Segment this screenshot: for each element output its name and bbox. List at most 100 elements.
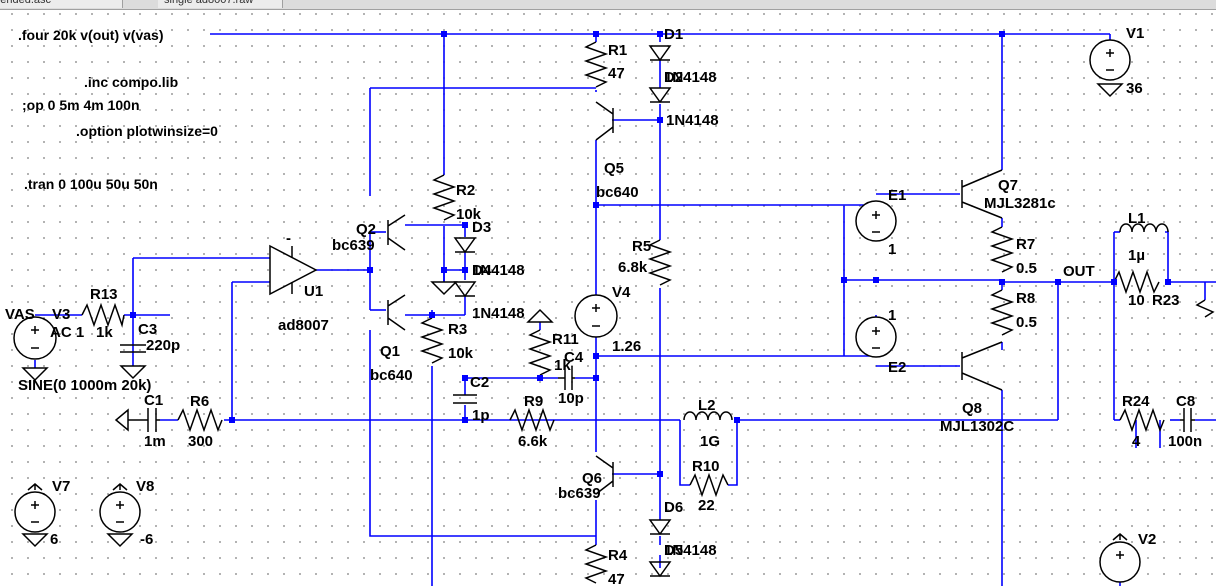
- junction-dot: [657, 31, 663, 37]
- u1-value: ad8007: [278, 317, 329, 334]
- q6-name: Q6: [582, 470, 602, 487]
- d1-value: 1N4148: [664, 69, 717, 86]
- r9-value: 6.6k: [518, 433, 548, 450]
- c8-name: C8: [1176, 393, 1195, 410]
- v3-sine: SINE(0 1000m 20k): [18, 377, 151, 394]
- r2-name: R2: [456, 182, 475, 199]
- junction-dot: [1111, 279, 1117, 285]
- r3-name: R3: [448, 321, 467, 338]
- tab-bar: Single-ended.asc single ad8007.raw: [0, 0, 1216, 10]
- r13-name: R13: [90, 286, 118, 303]
- q5-name: Q5: [604, 160, 624, 177]
- v1-value: 36: [1126, 80, 1143, 97]
- v4-name: V4: [612, 284, 631, 301]
- directive-inc[interactable]: .inc compo.lib: [84, 74, 178, 90]
- junction-dot: [429, 312, 435, 318]
- v8-value: -6: [140, 531, 153, 548]
- r7-value: 0.5: [1016, 260, 1037, 277]
- r11-name: R11: [552, 331, 579, 348]
- d1-name: D1: [664, 26, 683, 43]
- junction-dot: [734, 417, 740, 423]
- r8-name: R8: [1016, 290, 1035, 307]
- c3-value: 220p: [146, 337, 180, 354]
- r9-name: R9: [524, 393, 543, 410]
- e1-name: E1: [888, 187, 906, 204]
- tab-schematic[interactable]: Single-ended.asc: [0, 0, 123, 8]
- tab-waveform[interactable]: single ad8007.raw: [158, 0, 283, 8]
- d3b-value: 1N4148: [472, 305, 525, 322]
- r24-name: R24: [1122, 393, 1150, 410]
- d5-name-overlap: D5: [664, 542, 683, 559]
- junction-dot: [441, 267, 447, 273]
- junction-dot: [593, 31, 599, 37]
- junction-dot: [1165, 279, 1171, 285]
- spice-directives[interactable]: .four 20k v(out) v(vas) .inc compo.lib ;…: [18, 27, 218, 192]
- junction-dot: [841, 277, 847, 283]
- junction-dot: [462, 222, 468, 228]
- c2-name: C2: [470, 374, 489, 391]
- q1-value: bc640: [370, 367, 413, 384]
- c2-value: 1p: [472, 407, 490, 424]
- r5-name: R5: [632, 238, 651, 255]
- net-label-vas: VAS: [5, 306, 35, 323]
- v1-name: V1: [1126, 25, 1144, 42]
- q8-name: Q8: [962, 400, 982, 417]
- v3-name: V3: [52, 306, 70, 323]
- c4-value: 10p: [558, 390, 584, 407]
- c1-name: C1: [144, 392, 163, 409]
- l1-value: 1µ: [1128, 247, 1145, 264]
- d2-name-overlap: D2: [664, 69, 683, 86]
- r5-value: 6.8k: [618, 259, 648, 276]
- junction-dot: [367, 267, 373, 273]
- junction-dot: [1055, 279, 1061, 285]
- r6-value: 300: [188, 433, 213, 450]
- directive-op[interactable]: ;op 0 5m 4m 100n: [22, 97, 140, 113]
- d3-value: 1N4148: [472, 262, 525, 279]
- r24-value: 4: [1132, 433, 1141, 450]
- q7-value: MJL3281c: [984, 195, 1056, 212]
- r4-name: R4: [608, 547, 628, 564]
- directive-option[interactable]: .option plotwinsize=0: [76, 123, 218, 139]
- q6-value: bc639: [558, 485, 601, 502]
- q2-name: Q2: [356, 221, 376, 238]
- r13-value: 1k: [96, 324, 113, 341]
- r10-name: R10: [692, 458, 720, 475]
- net-label-out: OUT: [1063, 263, 1095, 280]
- r4-value: 47: [608, 571, 625, 586]
- l2-value: 1G: [700, 433, 720, 450]
- component-labels: R1 47 D1 1N4148 D2 1N4148 Q5 bc640 R2 10…: [5, 25, 1202, 586]
- r2-value: 10k: [456, 206, 482, 223]
- d6-name: D6: [664, 499, 683, 516]
- e2-value: 1: [888, 307, 896, 324]
- c4-name: C4: [564, 349, 584, 366]
- directive-four[interactable]: .four 20k v(out) v(vas): [18, 27, 163, 43]
- junction-dot: [462, 417, 468, 423]
- l2-name: L2: [698, 397, 716, 414]
- junction-dot: [593, 375, 599, 381]
- e1-value: 1: [888, 241, 896, 258]
- v4-value: 1.26: [612, 338, 641, 355]
- c8-value: 100n: [1168, 433, 1202, 450]
- r1-name: R1: [608, 42, 627, 59]
- u1-vplus-flag: -: [286, 230, 291, 247]
- u1-name: U1: [304, 283, 323, 300]
- directive-tran[interactable]: .tran 0 100u 50u 50n: [24, 176, 158, 192]
- junction-dot: [999, 279, 1005, 285]
- c1-value: 1m: [144, 433, 166, 450]
- d6-value: 1N4148: [664, 542, 717, 559]
- junction-dot: [593, 202, 599, 208]
- q8-value: MJL1302C: [940, 418, 1014, 435]
- component-graphics: [13, 39, 1215, 584]
- r3-value: 10k: [448, 345, 474, 362]
- junction-dot: [462, 267, 468, 273]
- r11-value: 1k: [554, 357, 571, 374]
- junction-dot: [593, 353, 599, 359]
- junction-dot: [537, 375, 543, 381]
- d1b-value: 1N4148: [666, 112, 719, 129]
- v2-name: V2: [1138, 531, 1156, 548]
- r1-value: 47: [608, 65, 625, 82]
- r7-name: R7: [1016, 236, 1035, 253]
- wires: [34, 33, 1216, 586]
- d3-name: D3: [472, 219, 491, 236]
